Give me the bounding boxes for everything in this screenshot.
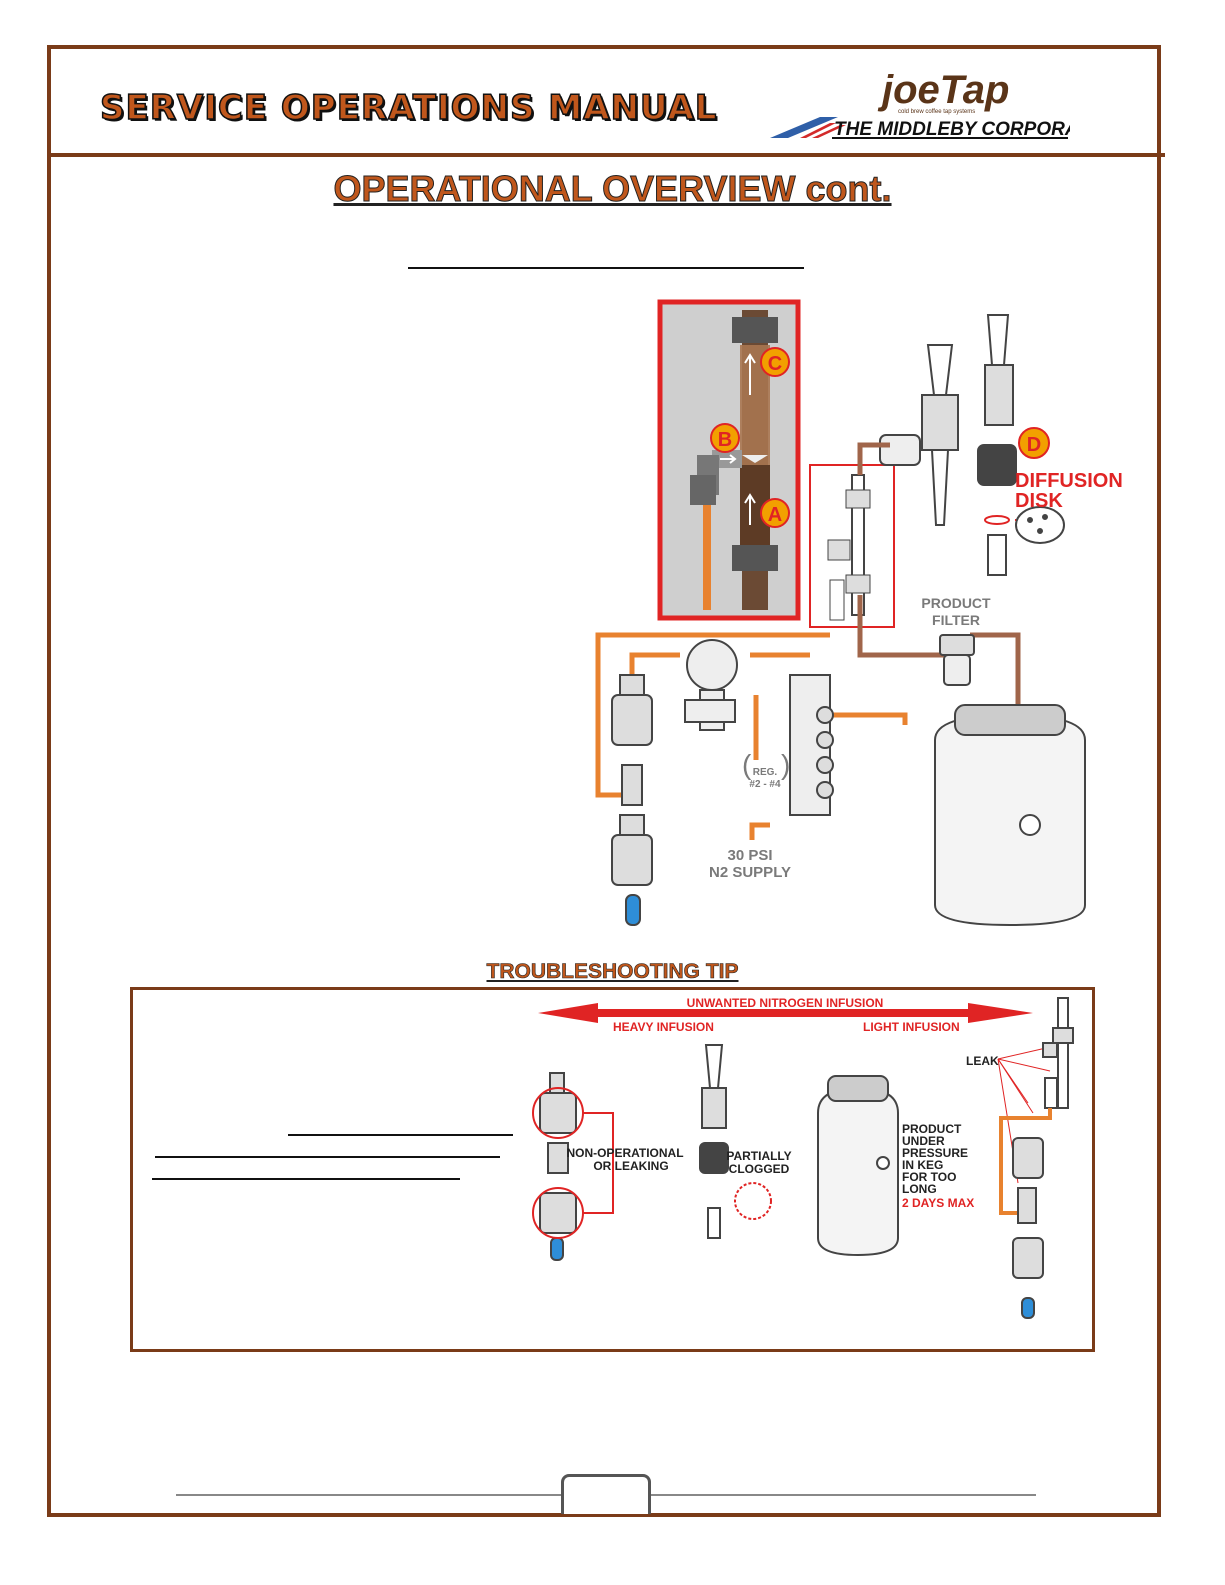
leak-label: LEAK xyxy=(966,1054,999,1068)
reg-label-1: REG. xyxy=(753,767,778,778)
product-filter-label-2: FILTER xyxy=(932,612,980,628)
subheading-rule xyxy=(408,267,804,269)
brand-name: joeTap xyxy=(877,68,1009,112)
reg-close-paren: ) xyxy=(781,749,790,780)
keg-label-3: PRESSURE xyxy=(902,1146,968,1160)
keg-label-4: IN KEG xyxy=(902,1158,943,1172)
light-infusion-label: LIGHT INFUSION xyxy=(863,1020,960,1034)
footer-line-right xyxy=(651,1494,1036,1496)
tip-rule-2 xyxy=(155,1156,500,1158)
callout-a: A xyxy=(768,504,782,526)
infusion-scale-arrow xyxy=(538,1003,1033,1023)
footer-line-left xyxy=(176,1494,561,1496)
page-heading: OPERATIONAL OVERVIEW cont. xyxy=(333,168,892,210)
keg-label-5: FOR TOO xyxy=(902,1170,956,1184)
tip-keg xyxy=(817,1075,899,1257)
scale-title: UNWANTED NITROGEN INFUSION xyxy=(687,996,884,1010)
brand-tagline: cold brew coffee tap systems xyxy=(898,109,975,115)
tap-faucets xyxy=(879,314,1065,576)
check-valves xyxy=(611,674,653,926)
heavy-infusion-label: HEAVY INFUSION xyxy=(613,1020,714,1034)
tip-rule-1 xyxy=(288,1134,513,1136)
page-number-tab xyxy=(561,1474,651,1514)
gas-manifold xyxy=(789,674,834,816)
diffusion-disk-label-1: DIFFUSION xyxy=(1015,470,1123,492)
regulator xyxy=(684,639,738,731)
tip-rule-3 xyxy=(152,1178,460,1180)
troubleshooting-diagram: UNWANTED NITROGEN INFUSION HEAVY INFUSIO… xyxy=(532,996,1074,1319)
tip-check-valves xyxy=(532,1072,614,1261)
page-frame xyxy=(47,45,1161,1517)
manual-title: SERVICE OPERATIONS MANUAL xyxy=(99,87,718,129)
header-divider xyxy=(47,153,1165,157)
product-filter xyxy=(939,634,975,686)
callout-d: D xyxy=(1027,434,1041,456)
non-operational-label-1: NON-OPERATIONAL xyxy=(566,1146,683,1160)
reg-open-paren: ( xyxy=(742,749,752,780)
non-operational-label-2: OR LEAKING xyxy=(593,1159,668,1173)
company-logo: joeTap cold brew coffee tap systems THE … xyxy=(770,68,1070,140)
product-filter-label-1: PRODUCT xyxy=(921,595,991,611)
troubleshooting-heading: TROUBLESHOOTING TIP xyxy=(486,960,739,984)
keg-label-1: PRODUCT xyxy=(902,1122,962,1136)
logo-red-stripe-2 xyxy=(812,125,846,138)
n2-supply-label-1: 30 PSI xyxy=(727,847,772,864)
logo-blue-stripe xyxy=(770,117,838,138)
callout-b: B xyxy=(718,429,732,451)
system-diagram: C B A D DIFFUSION DISK PRODUCT xyxy=(595,299,1123,927)
tip-faucet xyxy=(699,1044,772,1239)
callout-c: C xyxy=(768,353,782,375)
keg-label-2: UNDER xyxy=(902,1134,945,1148)
troubleshooting-box xyxy=(130,987,1095,1352)
company-name: THE MIDDLEBY CORPORATION xyxy=(834,119,1070,140)
flow-sight-glass-inset: C B A xyxy=(657,299,801,621)
diffusion-disk-label-2: DISK xyxy=(1015,490,1063,512)
partially-clogged-label-1: PARTIALLY xyxy=(726,1149,791,1163)
tip-leak-assembly xyxy=(999,997,1074,1319)
logo-red-stripe-1 xyxy=(800,123,836,138)
keg-label-6: LONG xyxy=(902,1182,937,1196)
coffee-keg xyxy=(934,704,1086,927)
keg-warning: 2 DAYS MAX xyxy=(902,1196,974,1210)
coffee-lines xyxy=(857,442,1021,705)
reg-label-2: #2 - #4 xyxy=(749,779,781,790)
partially-clogged-label-2: CLOGGED xyxy=(729,1162,790,1176)
n2-supply-label-2: N2 SUPPLY xyxy=(709,864,791,881)
sight-glass-assembly xyxy=(809,464,895,628)
